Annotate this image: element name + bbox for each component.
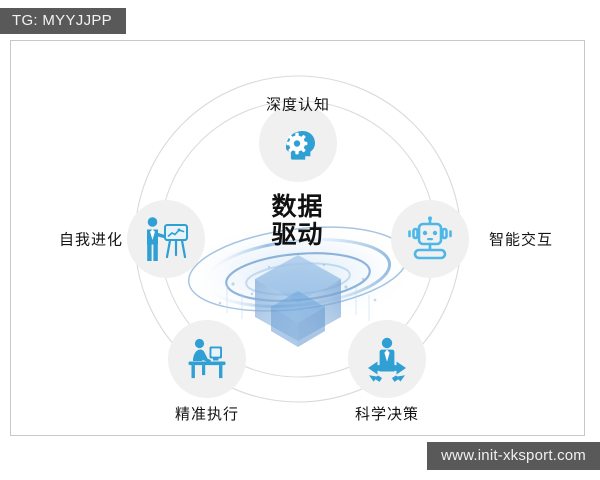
- robot-icon: [405, 215, 455, 263]
- node-intelligent-interaction[interactable]: [391, 200, 469, 278]
- tg-badge: TG: MYYJJPP: [0, 8, 126, 34]
- node-label-intelligent-interaction: 智能交互: [489, 231, 554, 249]
- node-label-scientific-decision: 科学决策: [354, 406, 420, 423]
- node-label-deep-cognition: 深度认知: [265, 96, 331, 114]
- person-arrows-icon: [362, 335, 412, 383]
- node-precise-execution[interactable]: [168, 320, 246, 398]
- slide-frame: 数据 驱动 深度认知: [10, 40, 585, 436]
- node-deep-cognition[interactable]: [259, 104, 337, 182]
- site-watermark: www.init-xksport.com: [427, 442, 600, 470]
- node-self-evolution[interactable]: [127, 200, 205, 278]
- person-whiteboard-icon: [140, 215, 192, 263]
- head-gear-icon: [275, 120, 321, 166]
- person-desk-icon: [182, 336, 232, 382]
- node-label-precise-execution: 精准执行: [174, 406, 240, 423]
- data-cube-orbit-icon: [178, 221, 418, 347]
- node-scientific-decision[interactable]: [348, 320, 426, 398]
- node-label-self-evolution: 自我进化: [58, 231, 123, 249]
- radial-diagram: [134, 75, 462, 403]
